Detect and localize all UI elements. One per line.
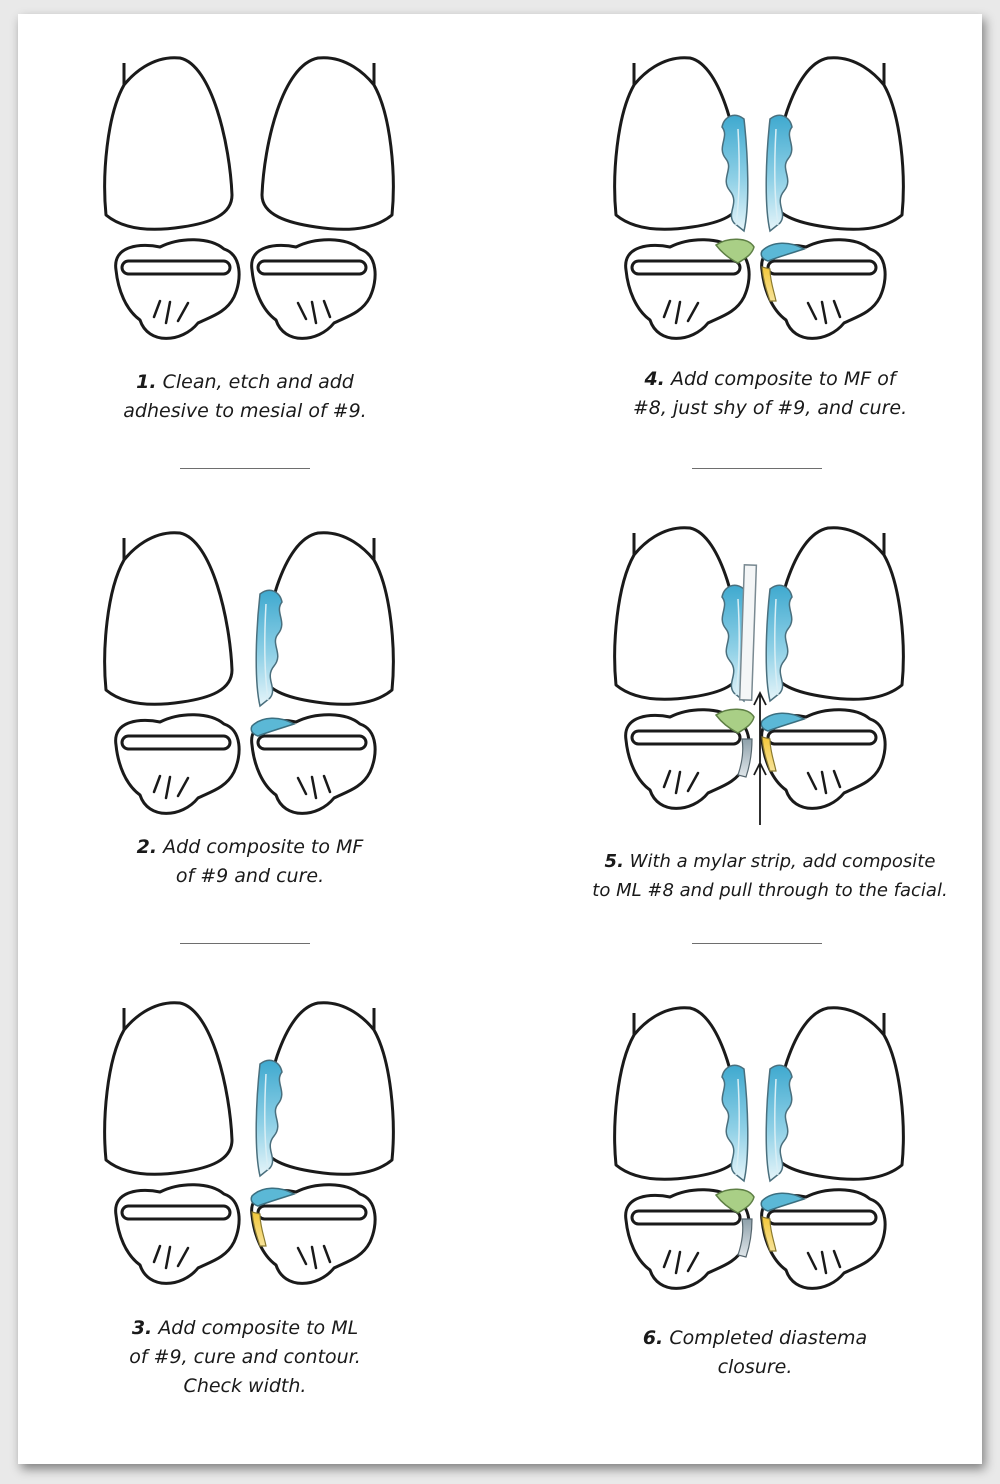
separator-rule — [180, 943, 310, 944]
step-text: Completed diastema — [669, 1327, 867, 1349]
step-2-caption: 2. Add composite to MF of #9 and cure. — [95, 833, 405, 891]
step-1-caption: 1. Clean, etch and add adhesive to mesia… — [95, 368, 395, 426]
step-number: 6. — [643, 1327, 663, 1349]
step-text: of #9, cure and contour. — [95, 1343, 395, 1372]
step-text: Clean, etch and add — [163, 371, 354, 393]
step-text: With a mylar strip, add composite — [630, 851, 936, 872]
step-text: #8, just shy of #9, and cure. — [605, 394, 935, 423]
panel-3-illustration — [105, 1003, 394, 1284]
step-number: 4. — [644, 368, 664, 390]
separator-rule — [180, 468, 310, 469]
step-5-caption: 5. With a mylar strip, add composite to … — [560, 847, 980, 905]
step-3-caption: 3. Add composite to ML of #9, cure and c… — [95, 1314, 395, 1401]
step-4-caption: 4. Add composite to MF of #8, just shy o… — [605, 365, 935, 423]
step-text: to ML #8 and pull through to the facial. — [560, 876, 980, 905]
panel-1-illustration — [105, 58, 394, 339]
step-number: 1. — [136, 371, 156, 393]
panel-2-illustration — [105, 533, 394, 814]
step-6-caption: 6. Completed diastema closure. — [605, 1324, 905, 1382]
step-text: closure. — [605, 1353, 905, 1382]
mylar-strip — [740, 565, 757, 700]
step-text: adhesive to mesial of #9. — [95, 397, 395, 426]
step-number: 5. — [605, 851, 624, 872]
separator-rule — [692, 468, 822, 469]
panel-6-illustration — [615, 1008, 904, 1289]
step-text: Add composite to ML — [158, 1317, 358, 1339]
mylar-arrow — [754, 693, 766, 825]
separator-rule — [692, 943, 822, 944]
panel-4-illustration — [615, 58, 904, 339]
step-text: Add composite to MF of — [671, 368, 896, 390]
step-text: Check width. — [95, 1372, 395, 1401]
step-number: 3. — [132, 1317, 152, 1339]
panel-5-illustration — [615, 528, 904, 825]
step-number: 2. — [137, 836, 157, 858]
step-text: Add composite to MF — [163, 836, 363, 858]
step-text: of #9 and cure. — [95, 862, 405, 891]
